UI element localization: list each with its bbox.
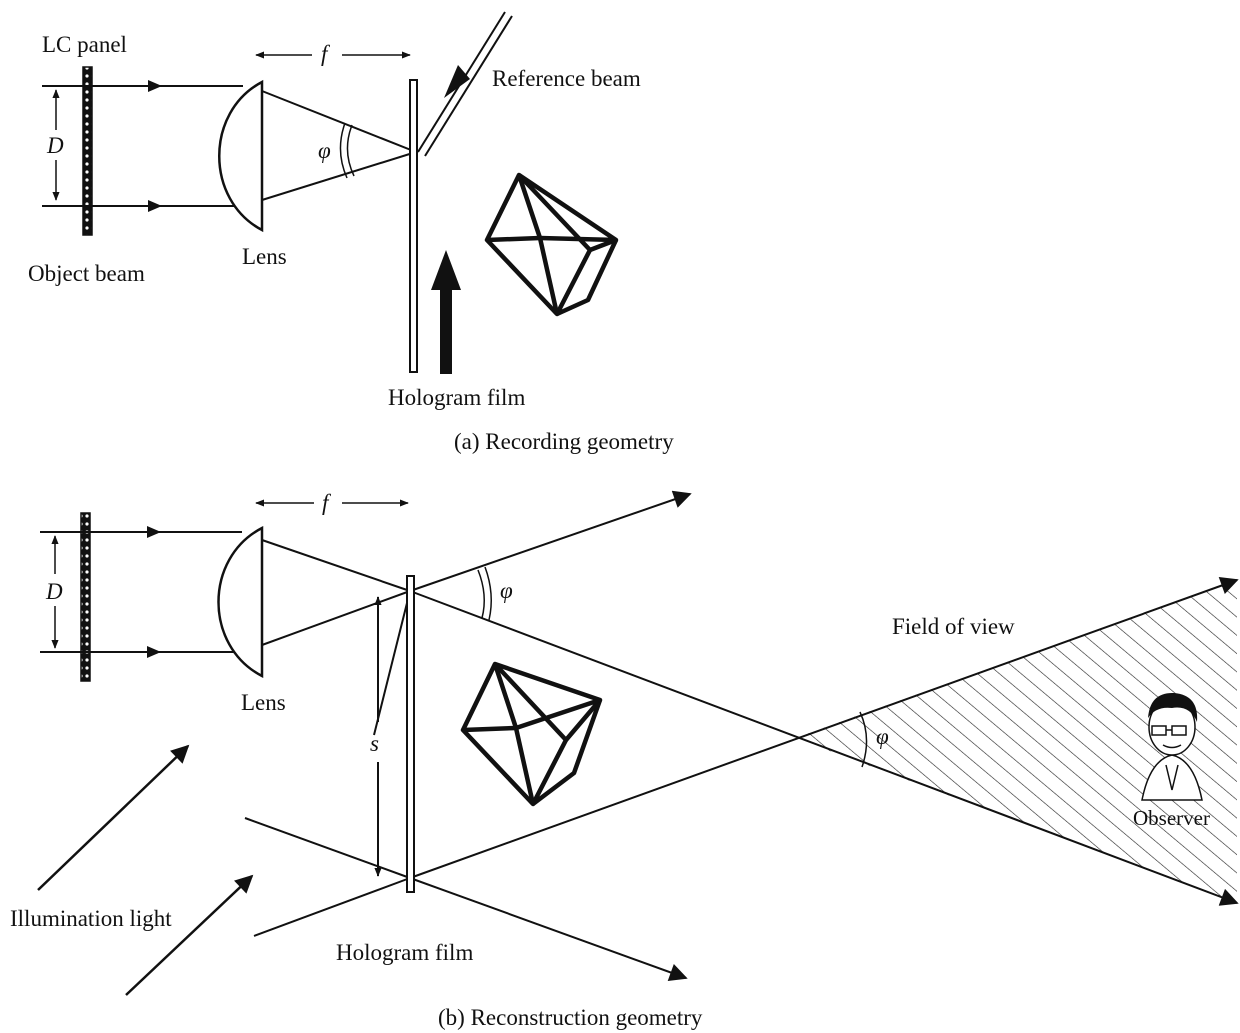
lens-b bbox=[217, 525, 264, 679]
angle-arc bbox=[339, 122, 348, 179]
illumination-ray-incident-low bbox=[244, 817, 411, 879]
observer-label: Observer bbox=[1133, 806, 1210, 830]
illumination-ray-top bbox=[373, 590, 411, 736]
focal-symbol-a: f bbox=[321, 41, 331, 66]
angle-arc bbox=[484, 566, 492, 621]
diffracted-ray-upper-edge bbox=[409, 577, 1239, 879]
reference-beam-label: Reference beam bbox=[492, 66, 641, 91]
hologram-film-label-a: Hologram film bbox=[388, 385, 525, 410]
diffracted-ray-bottom bbox=[409, 877, 688, 981]
recording-geometry: LC panel D Object beam Lens f φ Referenc… bbox=[28, 11, 674, 454]
large-up-arrow-icon bbox=[431, 250, 461, 374]
caption-a: (a) Recording geometry bbox=[454, 429, 674, 454]
lc-panel-label: LC panel bbox=[42, 32, 127, 57]
angle-arc bbox=[859, 711, 868, 768]
field-of-view-label: Field of view bbox=[892, 614, 1015, 639]
angle-symbol-b-fov: φ bbox=[876, 724, 889, 749]
hologram-film-label-b: Hologram film bbox=[336, 940, 473, 965]
converging-ray-top bbox=[261, 90, 417, 153]
hologram-film-b bbox=[406, 575, 415, 893]
object-beam-label: Object beam bbox=[28, 261, 145, 286]
reconstruction-geometry: D Lens f φ Hologram film bbox=[10, 490, 1239, 1030]
ray-arrow-icon bbox=[147, 646, 161, 658]
lens-ray-top bbox=[261, 539, 411, 592]
cube-object-a bbox=[484, 172, 619, 317]
angle-symbol-b-top: φ bbox=[500, 578, 513, 603]
ray-arrow-icon bbox=[148, 200, 162, 212]
reference-beam-line bbox=[424, 15, 513, 157]
illumination-light-label: Illumination light bbox=[10, 906, 172, 931]
ray-arrow-icon bbox=[147, 526, 161, 538]
focal-symbol-b: f bbox=[322, 490, 332, 515]
lens-ray-bottom bbox=[261, 590, 411, 646]
illumination-ray-incident bbox=[253, 877, 411, 937]
illumination-arrow-right bbox=[125, 874, 254, 996]
angle-arc bbox=[477, 569, 485, 619]
aperture-symbol-b: D bbox=[45, 579, 63, 604]
separation-symbol: s bbox=[370, 731, 379, 756]
hologram-film-a bbox=[409, 79, 418, 373]
lens-label-b: Lens bbox=[241, 690, 286, 715]
diffracted-ray-upper bbox=[409, 490, 692, 592]
illumination-arrow-left bbox=[37, 744, 190, 891]
field-of-view-region bbox=[795, 580, 1237, 903]
converging-ray-bottom bbox=[261, 151, 417, 201]
caption-b: (b) Reconstruction geometry bbox=[438, 1005, 703, 1030]
angle-symbol-a: φ bbox=[318, 138, 331, 163]
angle-arc bbox=[346, 124, 355, 177]
aperture-symbol-a: D bbox=[46, 133, 64, 158]
lc-panel-b bbox=[80, 512, 91, 682]
observer-figure bbox=[1141, 692, 1203, 801]
cube-object-b bbox=[460, 661, 603, 807]
diffracted-ray-lower-edge bbox=[409, 590, 1239, 906]
lens-label-a: Lens bbox=[242, 244, 287, 269]
lens-a bbox=[218, 79, 264, 233]
ray-arrow-icon bbox=[148, 80, 162, 92]
reference-beam-arrow-icon bbox=[444, 65, 470, 98]
lc-panel-a bbox=[82, 66, 93, 236]
